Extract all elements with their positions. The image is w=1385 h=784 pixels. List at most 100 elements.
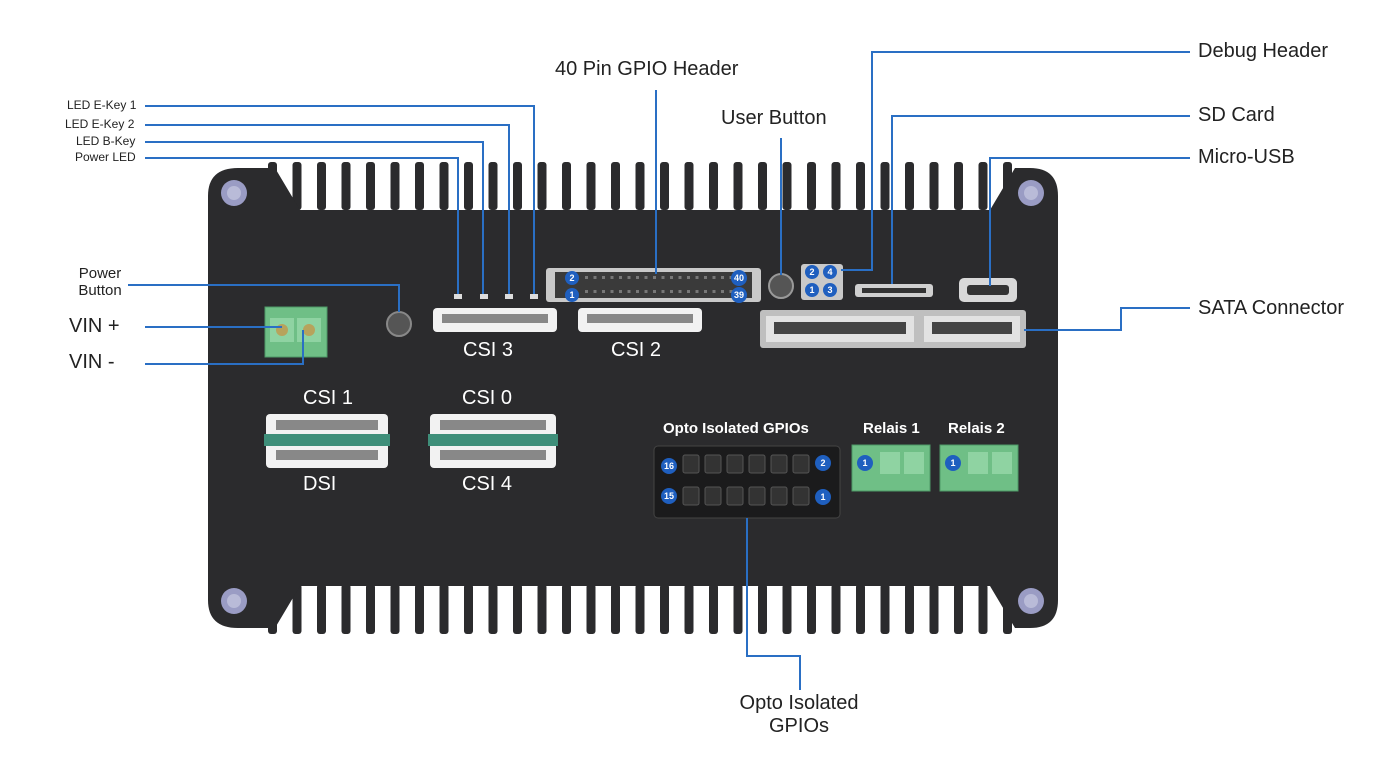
debug-header: 2 4 1 3: [801, 264, 843, 300]
heatsink-fin: [807, 584, 816, 634]
opto-pin-1-badge: 1: [820, 492, 825, 502]
gpio-pin: [593, 276, 597, 279]
opto-terminal-socket: [704, 486, 722, 506]
device-label-csi1: CSI 1: [303, 387, 354, 409]
opto-gpio-connector: 16 15 2 1: [653, 445, 841, 519]
opto-terminal-socket: [748, 486, 766, 506]
label-gpio-40-pin-header: 40 Pin GPIO Header: [555, 58, 739, 80]
gpio-pin-39-badge: 39: [734, 290, 744, 300]
gpio-pin: [644, 276, 648, 279]
relais-1-pin-badge: 1: [862, 458, 867, 468]
gpio-pin: [687, 290, 690, 293]
leader-line-led-e-key-2: [145, 124, 510, 294]
gpio-pin: [593, 290, 597, 293]
opto-terminal-socket: [682, 486, 700, 506]
gpio-pin: [653, 290, 656, 293]
heatsink-fin: [880, 584, 890, 634]
heatsink-fin: [635, 162, 645, 210]
gpio-pin: [712, 290, 716, 293]
heatsink-fin: [905, 162, 914, 210]
relais-1-terminal: 1: [851, 444, 931, 492]
heatsink-fin: [366, 584, 375, 634]
leader-line-debug-header: [841, 51, 1190, 271]
debug-pin-1-badge: 1: [809, 285, 814, 295]
heatsink-fin: [709, 584, 718, 634]
opto-pin-16-badge: 16: [664, 461, 674, 471]
gpio-pin: [644, 290, 648, 293]
heatsink-fin: [586, 584, 596, 634]
label-user-button: User Button: [721, 107, 827, 129]
leader-line-power-led: [145, 157, 459, 294]
device-housing: [208, 168, 1058, 628]
label-power-button-line2: Button: [78, 282, 122, 300]
heatsink-fin: [562, 162, 571, 210]
label-debug-header: Debug Header: [1198, 40, 1329, 62]
heatsink-fin: [660, 584, 669, 634]
heatsink-fin: [954, 584, 963, 634]
heatsink-fin: [341, 584, 351, 634]
label-power-button: Power Button: [70, 265, 130, 300]
heatsink-fin: [537, 162, 547, 210]
opto-terminal-socket: [792, 454, 810, 474]
gpio-pin: [729, 276, 733, 279]
gpio-pin: [670, 276, 673, 279]
heatsink-fin: [513, 162, 522, 210]
label-sata-connector: SATA Connector: [1198, 297, 1344, 319]
led-e-key-2-icon: [505, 294, 513, 299]
heatsink-fin: [782, 584, 792, 634]
device-label-csi3: CSI 3: [463, 339, 514, 361]
gpio-pin-40-badge: 40: [734, 273, 744, 283]
heatsink-fin: [562, 584, 571, 634]
gpio-pin: [661, 276, 665, 279]
heatsink-fin: [684, 584, 694, 634]
gpio-pin: [721, 290, 724, 293]
gpio-pin: [636, 276, 639, 279]
gpio-pin: [712, 276, 716, 279]
heatsink-fin: [733, 584, 743, 634]
gpio-pin: [602, 276, 605, 279]
screw-icon: [1018, 588, 1044, 614]
gpio-pin: [653, 276, 656, 279]
opto-terminal-socket: [770, 454, 788, 474]
gpio-40-pin-header: 2 1 40 39: [546, 268, 761, 303]
opto-terminal-socket: [704, 454, 722, 474]
heatsink-fin: [635, 584, 645, 634]
csi0-csi4-connector: [428, 414, 558, 468]
label-opto-line2: GPIOs: [768, 715, 829, 737]
heatsink-fin: [929, 584, 939, 634]
gpio-pin: [661, 290, 665, 293]
heatsink-fin: [978, 584, 988, 634]
micro-usb-port: [959, 278, 1017, 302]
debug-pin-4-badge: 4: [827, 267, 832, 277]
relais-2-pin-badge: 1: [950, 458, 955, 468]
opto-terminal-socket: [770, 486, 788, 506]
heatsink-fin: [978, 162, 988, 210]
heatsink-fin: [390, 584, 400, 634]
leader-line-sata: [1024, 307, 1190, 331]
gpio-pin: [636, 290, 639, 293]
label-micro-usb: Micro-USB: [1198, 146, 1295, 168]
gpio-pin: [704, 276, 707, 279]
gpio-pin: [602, 290, 605, 293]
leader-line-vin-minus: [145, 330, 304, 365]
vin-terminal-block: [264, 306, 328, 358]
heatsink-fin: [586, 162, 596, 210]
heatsink-fin: [782, 162, 792, 210]
heatsink-fin: [488, 584, 498, 634]
heatsink-fin: [341, 162, 351, 210]
opto-terminal-socket: [682, 454, 700, 474]
label-vin-plus: VIN +: [69, 315, 120, 337]
device-label-csi0: CSI 0: [462, 387, 513, 409]
heatsink-fin: [317, 162, 326, 210]
leader-line-sd-card: [891, 115, 1190, 284]
heatsink-fin: [856, 584, 865, 634]
user-button-icon: [768, 273, 794, 299]
heatsink-fin: [733, 162, 743, 210]
heatsink-fin: [684, 162, 694, 210]
debug-pin-2-badge: 2: [809, 267, 814, 277]
heatsink-fin: [292, 584, 302, 634]
gpio-pin: [619, 276, 622, 279]
opto-pin-2-badge: 2: [820, 458, 825, 468]
